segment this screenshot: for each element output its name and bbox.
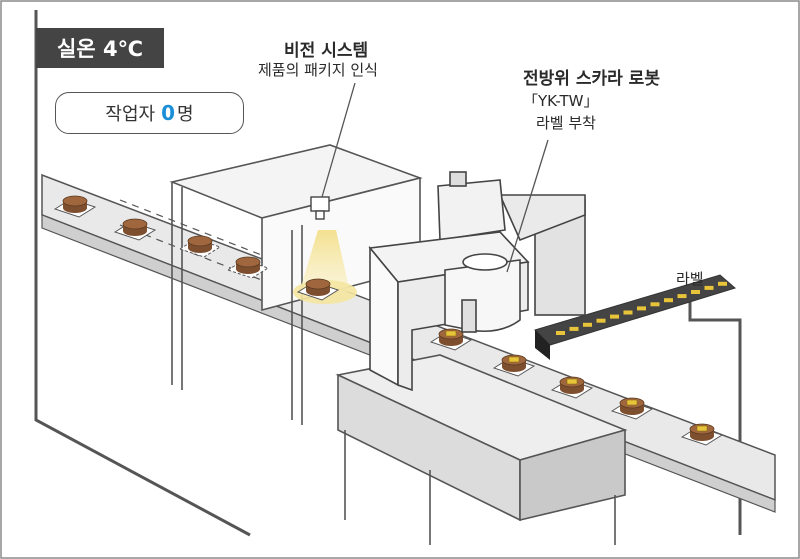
product-item — [429, 328, 473, 351]
label-sticker — [610, 314, 619, 319]
product-item — [492, 354, 536, 377]
product-group — [53, 195, 724, 446]
temperature-badge: 실온 4℃ — [36, 28, 164, 68]
worker-count-box: 작업자 0 명 — [55, 92, 244, 134]
product-item — [53, 195, 97, 218]
label-strip — [556, 281, 727, 335]
room-wall — [34, 10, 742, 537]
product-item — [296, 278, 340, 301]
product-item — [550, 376, 594, 399]
label-sticker — [637, 306, 646, 311]
scara-robot — [368, 171, 586, 392]
worker-unit: 명 — [177, 104, 194, 125]
robot-title: 전방위 스카라 로봇 — [523, 69, 660, 89]
label-sticker — [691, 290, 700, 294]
worker-label: 작업자 — [105, 104, 156, 125]
label-sticker — [583, 322, 592, 327]
product-item — [610, 397, 654, 420]
robot-desc: 라벨 부착 — [536, 114, 596, 132]
label-sticker — [556, 331, 565, 335]
product-item — [226, 256, 270, 279]
label-sticker — [596, 318, 606, 323]
worker-count: 0 — [161, 101, 176, 125]
label-sticker — [704, 285, 714, 290]
vision-desc: 제품의 패키지 인식 — [258, 61, 378, 79]
product-item — [680, 423, 724, 446]
vision-title: 비전 시스템 — [284, 41, 369, 61]
product-item — [178, 235, 222, 258]
label-sticker — [569, 326, 579, 331]
label-sticker — [718, 281, 727, 286]
leader-lines — [321, 82, 549, 273]
product-item — [113, 218, 157, 241]
label-sticker — [664, 298, 673, 303]
robot-model: 「YK-TW」 — [523, 92, 599, 110]
label-feed-label: 라벨 — [676, 270, 704, 288]
label-feeder — [534, 274, 737, 360]
label-sticker — [677, 294, 687, 299]
label-sticker — [650, 302, 660, 307]
label-sticker — [623, 310, 633, 315]
